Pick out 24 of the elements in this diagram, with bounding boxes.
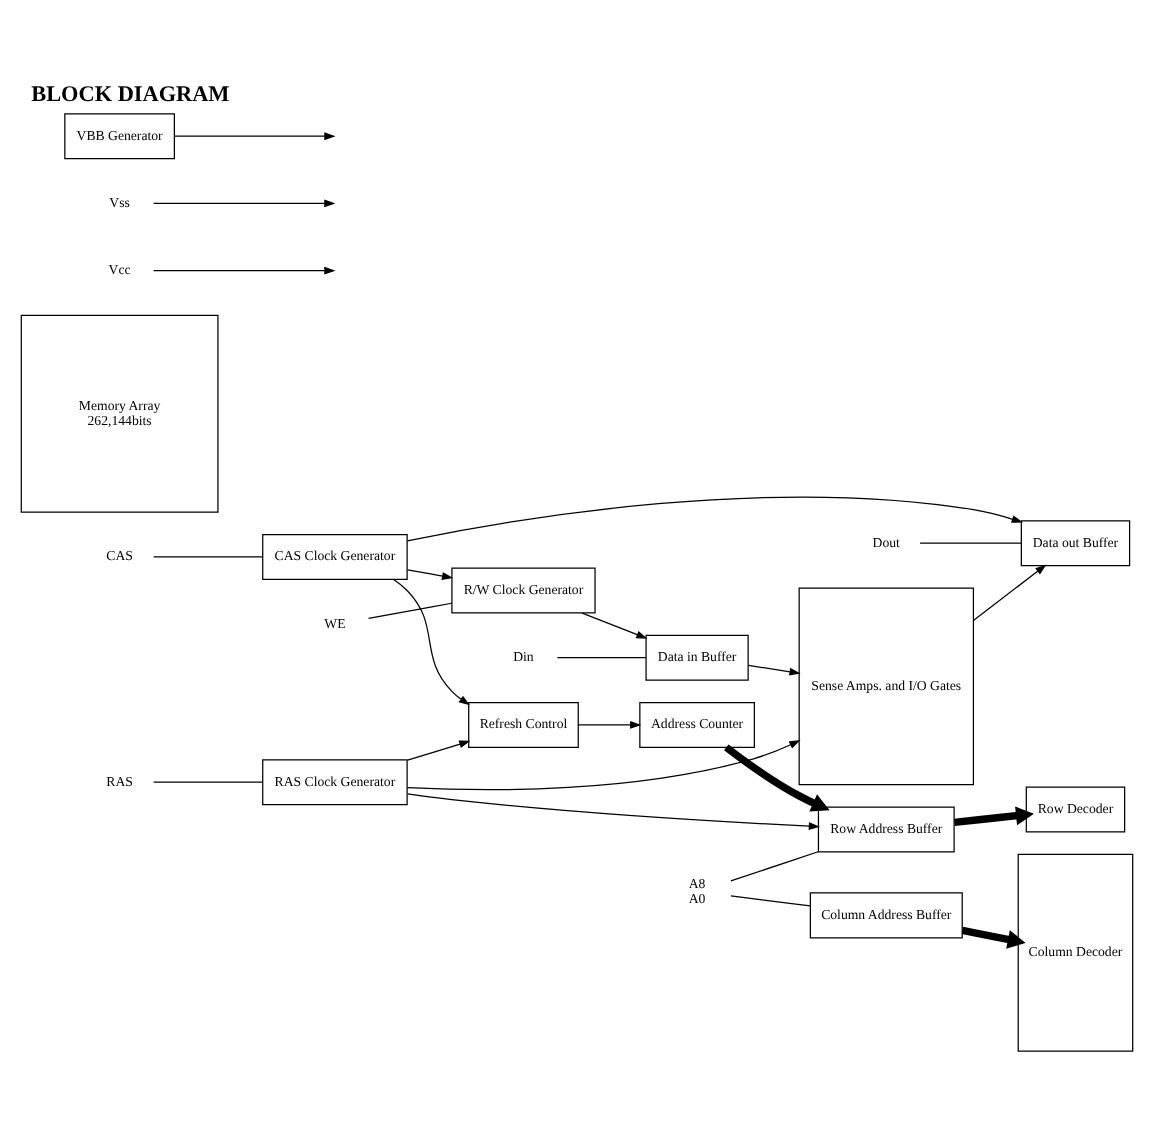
arrow <box>407 792 820 829</box>
connector <box>730 850 819 881</box>
connector <box>153 780 264 782</box>
connector <box>919 541 1022 543</box>
arrow <box>393 577 470 705</box>
arrow <box>961 925 1026 948</box>
arrow <box>724 743 830 811</box>
arrow <box>153 198 336 207</box>
connector <box>367 601 453 618</box>
arrow <box>153 265 336 274</box>
diagram-title: BLOCK DIAGRAM <box>31 81 230 106</box>
arrow <box>173 131 336 140</box>
connector <box>556 656 647 658</box>
arrow <box>973 563 1047 620</box>
arrow <box>406 739 471 760</box>
connector <box>730 894 811 906</box>
arrow <box>581 611 648 638</box>
arrow <box>747 663 801 675</box>
connector <box>153 555 264 557</box>
arrow <box>406 739 801 790</box>
arrow <box>406 495 1023 541</box>
arrow <box>406 568 454 579</box>
arrow <box>577 720 642 728</box>
arrow <box>954 805 1034 826</box>
